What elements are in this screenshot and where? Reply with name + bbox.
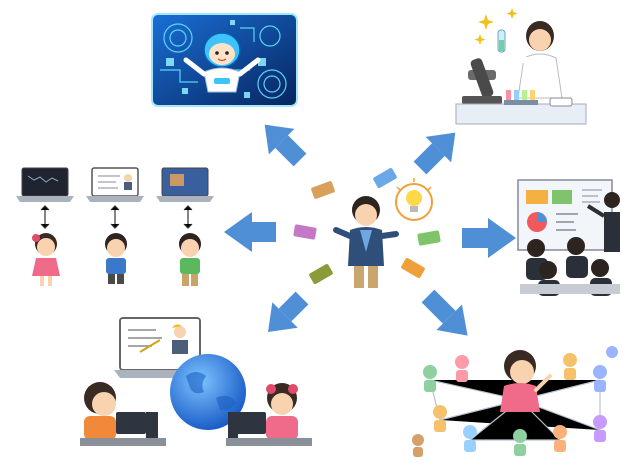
arrow-to-online-learning	[268, 291, 309, 332]
microscope-icon	[462, 58, 502, 104]
remote-class-scene	[16, 167, 214, 286]
globe-icon	[170, 354, 246, 430]
network-people-icon	[412, 346, 618, 457]
arrow-to-presentation	[462, 218, 516, 258]
laptop-icon	[16, 167, 74, 202]
online-learning-scene	[80, 317, 312, 446]
ai-robot-icon	[183, 32, 261, 93]
presentation-board-icon	[517, 179, 613, 251]
teacher-with-idea	[293, 168, 441, 288]
social-network-scene	[412, 346, 618, 457]
arrow-to-remote-class	[224, 212, 276, 252]
arrow-to-social-network	[421, 289, 468, 336]
ai-hologram-scene	[151, 13, 298, 107]
science-lab-scene	[455, 8, 587, 125]
direction-arrows	[224, 124, 516, 336]
arrow-to-lab-scene	[413, 132, 456, 175]
arrow-to-ai-scene	[264, 124, 307, 167]
lightbulb-icon	[395, 178, 433, 221]
classroom-presentation-scene	[517, 179, 620, 296]
